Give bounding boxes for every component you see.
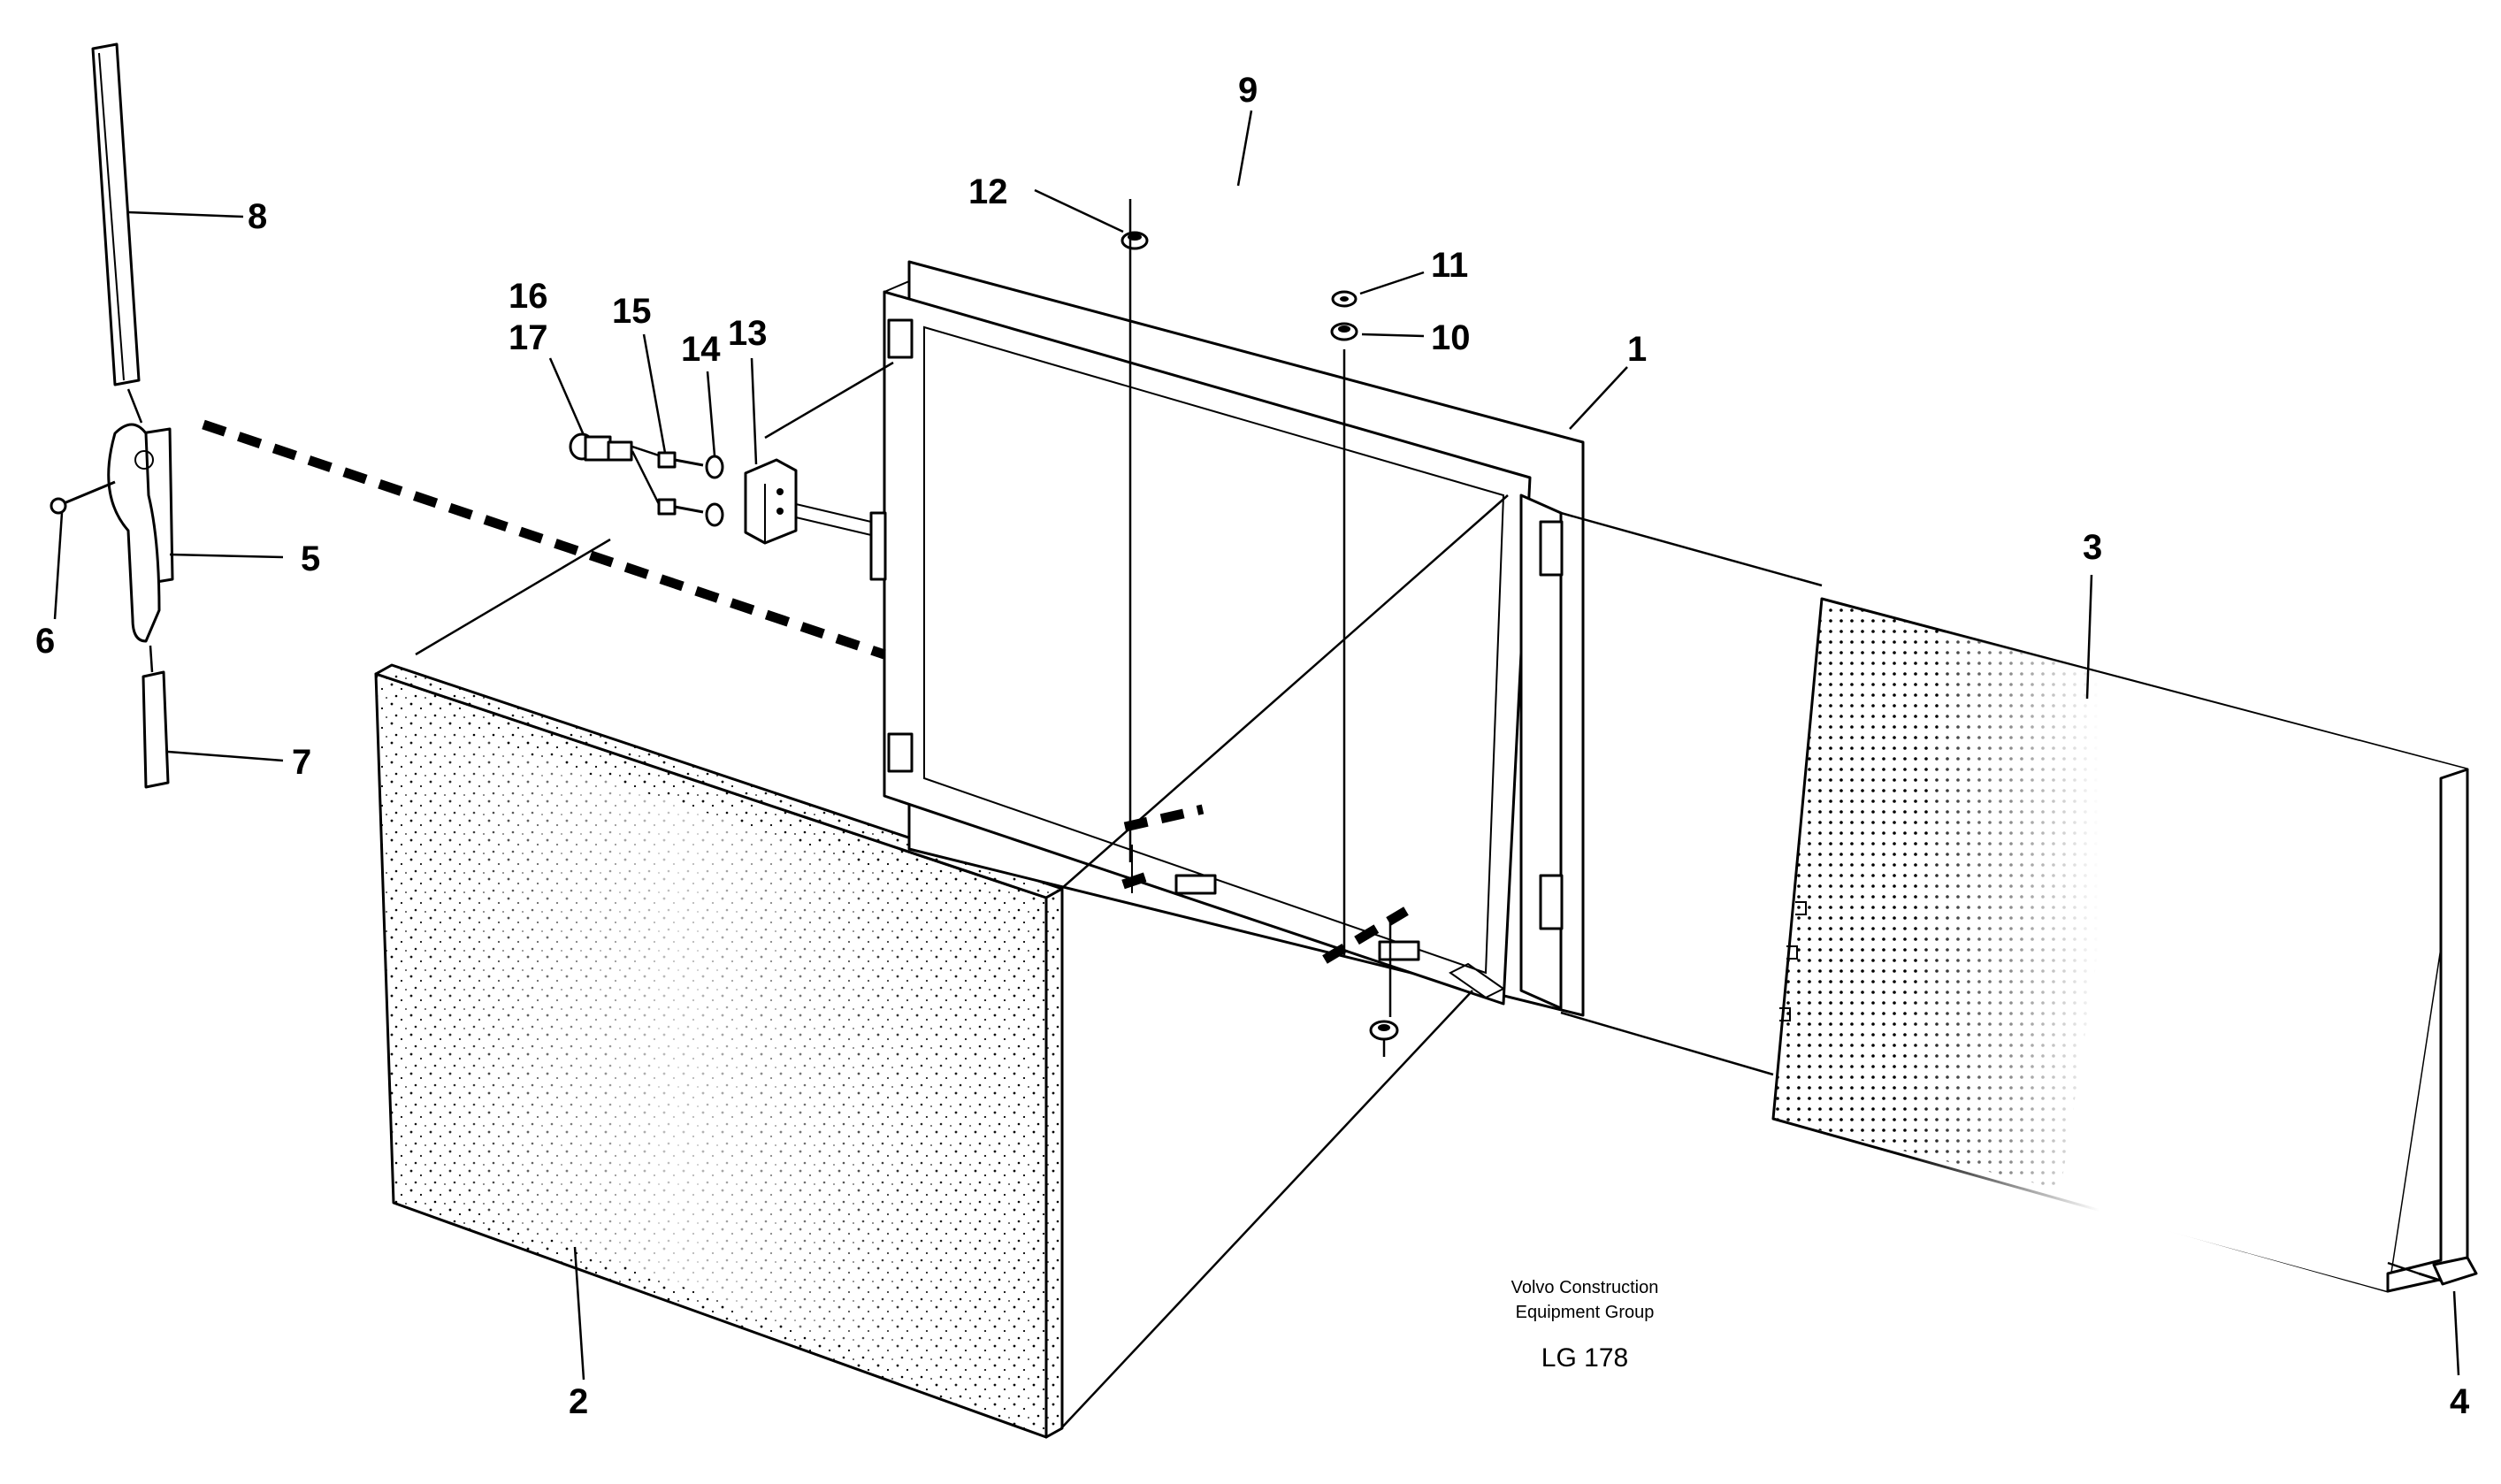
label-13: 13 <box>728 314 768 353</box>
leader-lines <box>53 110 2460 1381</box>
bottom-nut <box>1369 1020 1399 1041</box>
screw-part-15 <box>657 451 704 516</box>
perforated-cover-part-3 <box>1771 597 2469 1293</box>
bracket-block-part-13 <box>744 458 887 581</box>
label-16: 16 <box>509 277 548 316</box>
radiator-frame-part-1 <box>883 260 1585 1017</box>
insulation-pad-part-2 <box>374 663 1064 1439</box>
label-17: 17 <box>509 318 548 357</box>
drawing-code: LG 178 <box>1541 1343 1628 1373</box>
latch-bracket-part-5 <box>107 423 174 643</box>
label-15: 15 <box>612 292 652 331</box>
washer-part-11 <box>1331 290 1358 308</box>
bolt-part-16-17 <box>569 432 633 462</box>
label-1: 1 <box>1627 330 1647 369</box>
part-number-labels: 1 2 3 4 5 6 7 8 9 10 11 12 13 14 15 16 1… <box>35 71 2470 1421</box>
nut-part-12 <box>1120 231 1149 250</box>
credit-line-2: Equipment Group <box>1516 1303 1655 1322</box>
label-2: 2 <box>569 1382 588 1421</box>
rod-part-8 <box>91 42 141 386</box>
handle-part-9 <box>1123 162 1349 261</box>
nut-part-10 <box>1330 322 1358 341</box>
label-6: 6 <box>35 622 55 661</box>
label-9: 9 <box>1238 71 1258 110</box>
label-5: 5 <box>301 539 320 578</box>
label-11: 11 <box>1431 246 1468 285</box>
credit-block: Volvo Construction Equipment Group LG 17… <box>1511 1278 1659 1373</box>
bolt-part-4 <box>2418 1256 2478 1286</box>
label-12: 12 <box>968 172 1008 211</box>
dashed-guide-lines <box>202 419 1409 964</box>
label-7: 7 <box>292 743 311 782</box>
label-3: 3 <box>2083 528 2102 567</box>
rod-part-7 <box>141 670 170 789</box>
credit-line-1: Volvo Construction <box>1511 1278 1659 1297</box>
label-14: 14 <box>681 330 721 369</box>
label-8: 8 <box>248 197 267 236</box>
washer-part-14 <box>705 455 724 527</box>
label-10: 10 <box>1431 318 1471 357</box>
label-4: 4 <box>2450 1382 2470 1421</box>
screw-part-6 <box>50 480 116 515</box>
assembly-guide-lines <box>126 199 2420 1429</box>
